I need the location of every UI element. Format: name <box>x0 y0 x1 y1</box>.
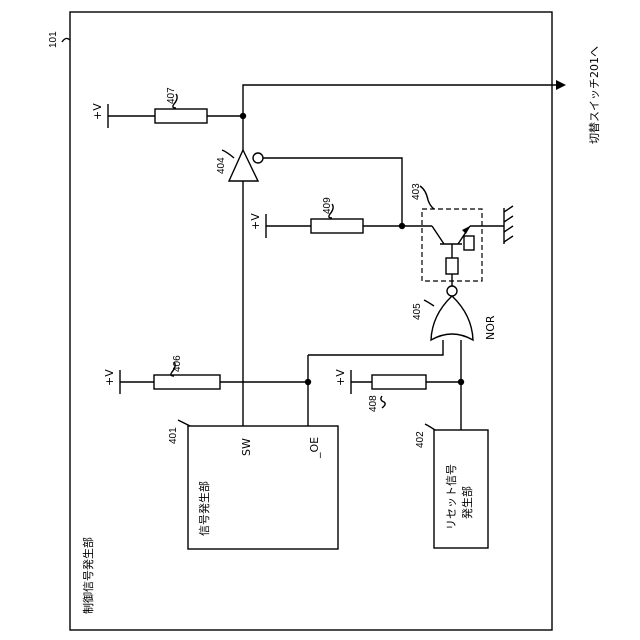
ground-hatch-1 <box>504 206 513 212</box>
vplus-409-label: +V <box>249 213 262 230</box>
oe-pin-label: _OE <box>308 437 321 459</box>
ref-leader-402 <box>425 424 435 430</box>
nor-label: NOR <box>484 315 497 340</box>
resistor-409 <box>311 219 363 233</box>
vplus-407-label: +V <box>91 103 104 120</box>
switch-destination-label: 切替スイッチ201へ <box>587 46 601 144</box>
ref-408: 408 <box>368 395 379 412</box>
inverter-bubble <box>253 153 263 163</box>
reset-generator-label-2: 発生部 <box>460 486 474 519</box>
ref-leader-101 <box>62 38 70 42</box>
nor-output-bubble <box>447 286 457 296</box>
output-wire <box>243 85 560 116</box>
ref-403: 403 <box>411 183 422 200</box>
output-arrowhead <box>556 80 566 90</box>
ground-hatch-3 <box>504 226 513 232</box>
sw-pin-label: SW <box>240 438 253 456</box>
ref-leader-403 <box>420 186 434 209</box>
control-block-label: 制御信号発生部 <box>81 537 95 614</box>
ground-hatch-2 <box>504 216 513 222</box>
ref-101: 101 <box>48 31 59 48</box>
resistor-408 <box>372 375 426 389</box>
collector-to-inverter-wire <box>263 158 402 226</box>
ref-404: 404 <box>216 157 227 174</box>
ref-405: 405 <box>412 303 423 320</box>
ref-leader-401 <box>178 420 190 426</box>
resistor-407 <box>155 109 207 123</box>
emitter-arrow <box>462 226 470 234</box>
vplus-408-label: +V <box>334 369 347 386</box>
nor-gate <box>431 296 473 340</box>
ref-401: 401 <box>168 427 179 444</box>
base-resistor <box>446 258 458 274</box>
resistor-406 <box>154 375 220 389</box>
junction-reset <box>458 379 464 385</box>
bias-resistor <box>464 236 474 250</box>
ref-402: 402 <box>415 431 426 448</box>
ref-leader-404 <box>222 150 234 158</box>
ground-hatch-4 <box>504 236 513 242</box>
reset-generator-label-1: リセット信号 <box>445 464 458 530</box>
junction-oe <box>305 379 311 385</box>
vplus-406-label: +V <box>103 369 116 386</box>
signal-generator-label: 信号発生部 <box>197 481 211 536</box>
ref-leader-405 <box>424 300 434 306</box>
ref-leader-408 <box>381 396 385 408</box>
transistor-collector <box>432 226 444 244</box>
oe-to-nor-wire <box>308 340 443 355</box>
